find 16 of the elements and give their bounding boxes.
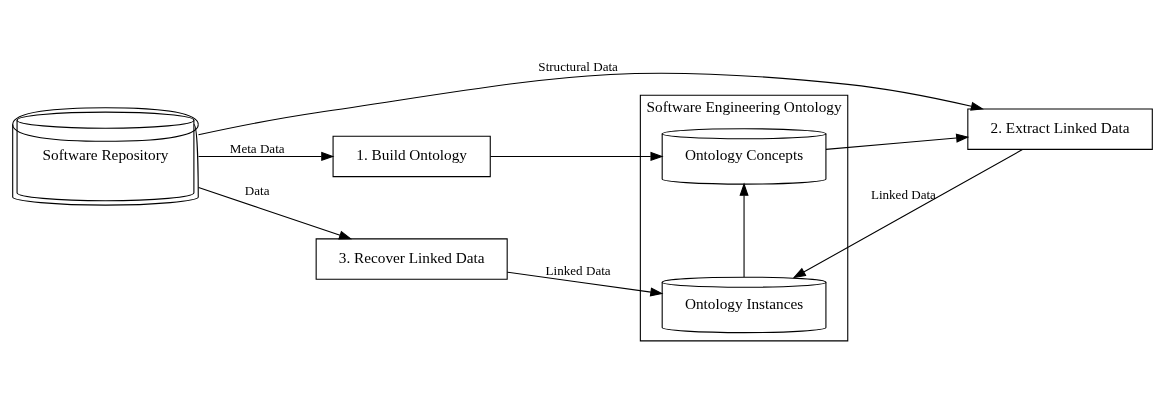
arrow: [825, 133, 970, 150]
edge-label: Linked Data: [545, 262, 611, 278]
arrow: [792, 149, 1024, 279]
edge-label: Meta Data: [229, 140, 285, 156]
arrow: [490, 151, 664, 161]
arrow: [197, 72, 984, 136]
node-box: 3. Recover Linked Data: [315, 238, 508, 280]
arrow: [506, 271, 664, 297]
edge-label: Structural Data: [538, 58, 618, 74]
arrow: [198, 186, 353, 240]
edge-label: Data: [244, 183, 270, 199]
edge-label: Linked Data: [870, 186, 936, 202]
arrow: [198, 151, 335, 161]
node-box: 1. Build Ontology: [332, 135, 491, 178]
node-box: 2. Extract Linked Data: [967, 108, 1153, 150]
arrow: [739, 182, 749, 278]
